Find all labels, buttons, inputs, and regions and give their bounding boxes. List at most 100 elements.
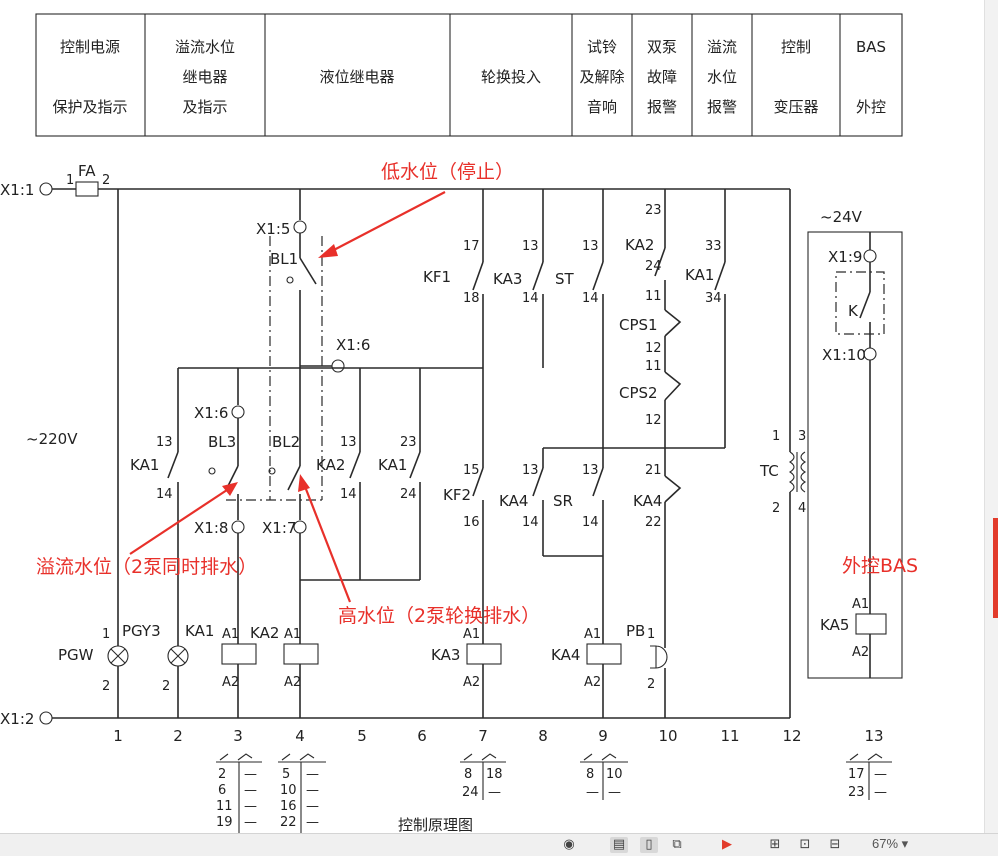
xref-c4-r1b: — — [306, 783, 319, 798]
col-num: 3 — [233, 727, 243, 745]
play-icon[interactable]: ▶ — [722, 837, 732, 852]
pin-pgw-2: 2 — [102, 679, 110, 694]
label-24v: ~24V — [820, 208, 863, 226]
label-x1-2: X1:2 — [0, 710, 34, 728]
pin-cps2-11: 11 — [645, 359, 662, 374]
pin-ka1-11-34: 34 — [705, 291, 722, 306]
pin-ka5-a2: A2 — [852, 645, 869, 660]
pin-ka4-a1: A1 — [584, 627, 601, 642]
pin-ka1-6-23: 23 — [400, 435, 417, 450]
xref-c7-r1a: 24 — [462, 785, 479, 800]
hdr-col4: 轮换投入 — [481, 68, 541, 86]
xref-c7-r1b: — — [488, 785, 501, 800]
hdr-col5-line3: 音响 — [587, 98, 617, 116]
eye-icon[interactable]: ◉ — [563, 837, 575, 852]
pin-ka4-10-22: 22 — [645, 515, 662, 530]
pin-ka1-6-24: 24 — [400, 487, 417, 502]
label-x1-10: X1:10 — [822, 346, 866, 364]
label-ka2-coil: KA2 — [250, 624, 279, 642]
column-numbers: 1 2 3 4 5 6 7 8 9 10 11 12 13 — [113, 727, 883, 745]
xref-tables: 2 — 6 — 11 — 19 — 5 — 10 — 16 — 22 — 8 — [216, 753, 892, 833]
col-num: 12 — [782, 727, 801, 745]
pin-ka3-a1: A1 — [463, 627, 480, 642]
coil-ka3 — [466, 643, 502, 665]
xref-c4-r2a: 16 — [280, 799, 297, 814]
terminal-x1-6a — [231, 405, 245, 419]
control-schematic: 控制电源 保护及指示 溢流水位 继电器 及指示 液位继电器 轮换投入 试铃 及解… — [0, 13, 918, 834]
annotation-overflow: 溢流水位（2泵同时排水） — [36, 556, 257, 578]
xref-c3-r0a: 2 — [218, 767, 226, 782]
page-view-icon[interactable]: ▯ — [640, 837, 658, 853]
col-num: 8 — [538, 727, 548, 745]
hdr-col9-line2: 外控 — [856, 98, 886, 116]
xref-c7-r0b: 18 — [486, 767, 503, 782]
actual-size-icon[interactable]: ⊞ — [769, 837, 781, 852]
label-tc: TC — [759, 462, 779, 480]
pin-cps2-12: 12 — [645, 413, 662, 428]
pin-tc-2: 2 — [772, 501, 780, 516]
hdr-col7-line3: 报警 — [707, 98, 737, 116]
pin-tc-4: 4 — [798, 501, 806, 516]
pin-ka2-10-24: 24 — [645, 259, 662, 274]
xref-col7: 8 18 24 — — [460, 753, 506, 800]
label-bl3: BL3 — [208, 433, 236, 451]
pin-ka4-a2: A2 — [584, 675, 601, 690]
switch-bl2 — [287, 465, 301, 491]
xref-c3-r3b: — — [244, 815, 257, 830]
terminal-x1-6b — [331, 359, 345, 373]
branch-1: PGW 1 2 — [58, 189, 129, 718]
pin-ka4-10-21: 21 — [645, 463, 662, 478]
pin-st-14: 14 — [582, 291, 599, 306]
fit-width-icon[interactable]: ⊟ — [829, 837, 841, 852]
xref-c13-r1b: — — [874, 785, 887, 800]
label-x1-6a: X1:6 — [194, 404, 228, 422]
xref-c13-r1a: 23 — [848, 785, 865, 800]
switch-cps2 — [664, 371, 682, 401]
xref-col4: 5 — 10 — 16 — 22 — — [278, 753, 326, 833]
label-ka2-5: KA2 — [316, 456, 345, 474]
contact-ka2-10 — [654, 247, 666, 277]
annotations: 低水位（停止） 溢流水位（2泵同时排水） 高水位（2泵轮换排水） 外控BAS — [36, 161, 918, 627]
col-num: 2 — [173, 727, 183, 745]
branch-12: TC 1 2 3 4 — [759, 189, 806, 718]
coil-ka4 — [586, 643, 622, 665]
zoom-level[interactable]: 67% ▾ — [872, 836, 909, 851]
xref-c9-r1b: — — [608, 785, 621, 800]
arrow-high-water — [302, 483, 352, 603]
fit-page-icon[interactable]: ⊡ — [799, 837, 811, 852]
label-st: ST — [555, 270, 575, 288]
terminal-x1-5 — [293, 220, 307, 234]
pin-kf2-16: 16 — [463, 515, 480, 530]
label-k: K — [848, 302, 859, 320]
contact-kf1 — [472, 261, 484, 291]
branch-3: X1:6 BL3 X1:8 A1 A2 — [194, 368, 257, 718]
coil-ka1 — [221, 643, 257, 665]
zoom-value: 67% — [872, 836, 899, 851]
button-st — [592, 261, 604, 291]
contact-ka1-6 — [409, 451, 421, 479]
terminal-x1-2 — [39, 711, 53, 725]
xref-c9-r0b: 10 — [606, 767, 623, 782]
pin-ka1-2-14: 14 — [156, 487, 173, 502]
contact-ka2-5 — [349, 451, 361, 479]
buzzer-pb — [650, 645, 668, 669]
pin-sr-13: 13 — [582, 463, 599, 478]
side-tab[interactable] — [993, 518, 998, 618]
single-page-icon[interactable]: ▤ — [610, 837, 628, 853]
label-ka1-2: KA1 — [130, 456, 159, 474]
coil-ka5 — [855, 613, 887, 635]
col-num: 10 — [658, 727, 677, 745]
label-cps2: CPS2 — [619, 384, 658, 402]
label-220v: ~220V — [26, 430, 78, 448]
fuse-fa — [75, 181, 99, 197]
terminal-x1-1 — [39, 182, 53, 196]
label-fa-1: 1 — [66, 173, 74, 188]
label-bl2: BL2 — [272, 433, 300, 451]
book-view-icon[interactable]: ⧉ — [672, 837, 682, 852]
xref-c3-r0b: — — [244, 767, 257, 782]
xref-c3-r2a: 11 — [216, 799, 233, 814]
pin-tc-1: 1 — [772, 429, 780, 444]
label-ka2-10: KA2 — [625, 236, 654, 254]
col-num: 1 — [113, 727, 123, 745]
pin-cps1-12: 12 — [645, 341, 662, 356]
